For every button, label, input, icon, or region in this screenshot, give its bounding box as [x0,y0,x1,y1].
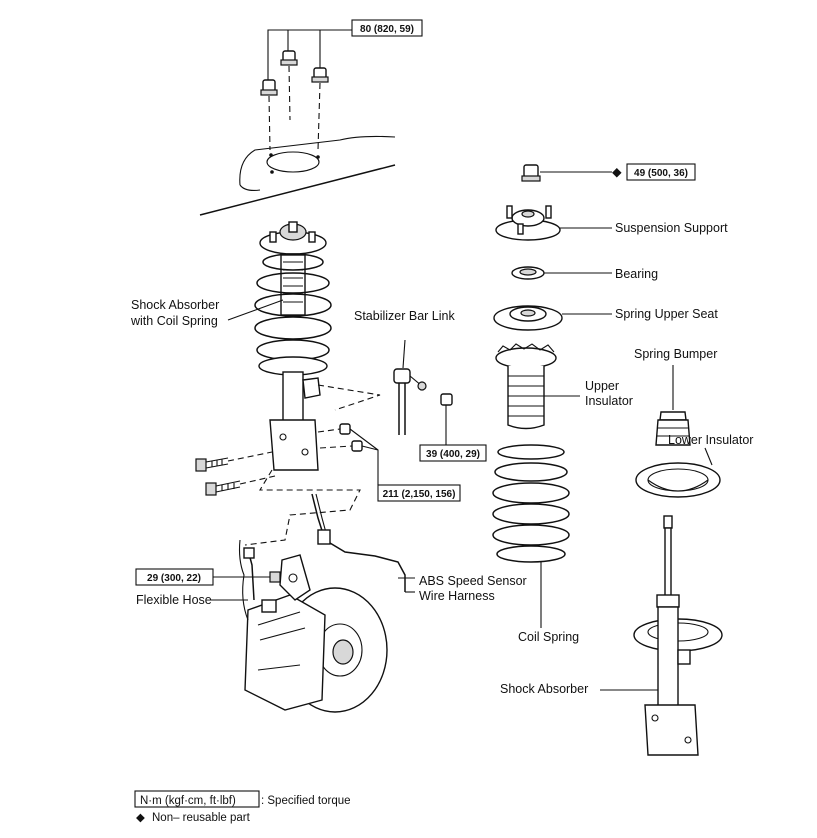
stabilizer-bar-link [393,368,427,435]
torque-box-knuckle: 211 (2,150, 156) [377,484,461,502]
label-spring-upper-seat: Spring Upper Seat [615,307,718,321]
body-panel [199,135,396,216]
top-nut-center [280,50,298,66]
abs-wire-harness [311,493,415,593]
label-spring-bumper: Spring Bumper [634,347,717,361]
suspension-support [495,205,561,241]
legend-torque-units: N·m (kgf·cm, ft·lbf) [140,795,236,807]
label-shock-with-spring-line1: Shock Absorber [131,298,219,312]
torque-box-top-nuts: 80 (820, 59) [351,19,423,37]
torque-box-stabilizer: 39 (400, 29) [419,444,487,462]
label-suspension-support: Suspension Support [615,221,728,235]
label-upper-insulator-line1: Upper [585,379,619,393]
torque-value: 49 (500, 36) [634,168,688,179]
legend: N·m (kgf·cm, ft·lbf) : Specified torque … [134,790,351,824]
stabilizer-link-nut [440,393,453,406]
top-nut-left [260,79,278,96]
torque-box-hose: 29 (300, 22) [135,568,214,586]
knuckle-nut-lower [351,440,363,452]
upper-insulator [495,343,557,430]
coil-spring [492,444,570,563]
knuckle-bolt-upper [195,457,229,472]
bearing [511,266,545,280]
knuckle-bolt-lower [205,480,241,496]
label-bearing: Bearing [615,267,658,281]
knuckle-nut-upper [339,423,351,435]
top-nut-right [311,67,329,83]
assembled-strut [254,221,332,471]
nonreusable-mark: ◆ [612,165,622,179]
flexible-hose-bolt [269,571,281,583]
label-coil-spring: Coil Spring [518,630,579,644]
spring-upper-seat [493,305,563,331]
torque-box-support-nut: 49 (500, 36) [626,163,696,181]
legend-torque-desc: : Specified torque [261,795,351,807]
torque-value: 211 (2,150, 156) [383,489,456,500]
spring-bumper [655,411,691,446]
steering-knuckle [238,539,388,713]
torque-value: 39 (400, 29) [426,449,480,460]
label-shock-absorber: Shock Absorber [500,682,588,696]
label-lower-insulator: Lower Insulator [668,433,753,447]
label-abs-sensor-line2: Wire Harness [419,589,495,603]
label-shock-with-spring-line2: with Coil Spring [130,314,218,328]
shock-absorber [633,515,723,756]
support-nut [521,164,541,182]
torque-value: 29 (300, 22) [147,573,201,584]
label-flexible-hose: Flexible Hose [136,593,212,607]
lower-insulator [635,462,721,498]
label-upper-insulator-line2: Insulator [585,394,633,408]
legend-nonreusable-desc: Non– reusable part [152,812,251,824]
label-stabilizer-bar-link: Stabilizer Bar Link [354,309,455,323]
legend-nonreusable-symbol: ◆ [136,812,146,824]
torque-value: 80 (820, 59) [360,24,414,35]
label-abs-sensor-line1: ABS Speed Sensor [419,574,527,588]
